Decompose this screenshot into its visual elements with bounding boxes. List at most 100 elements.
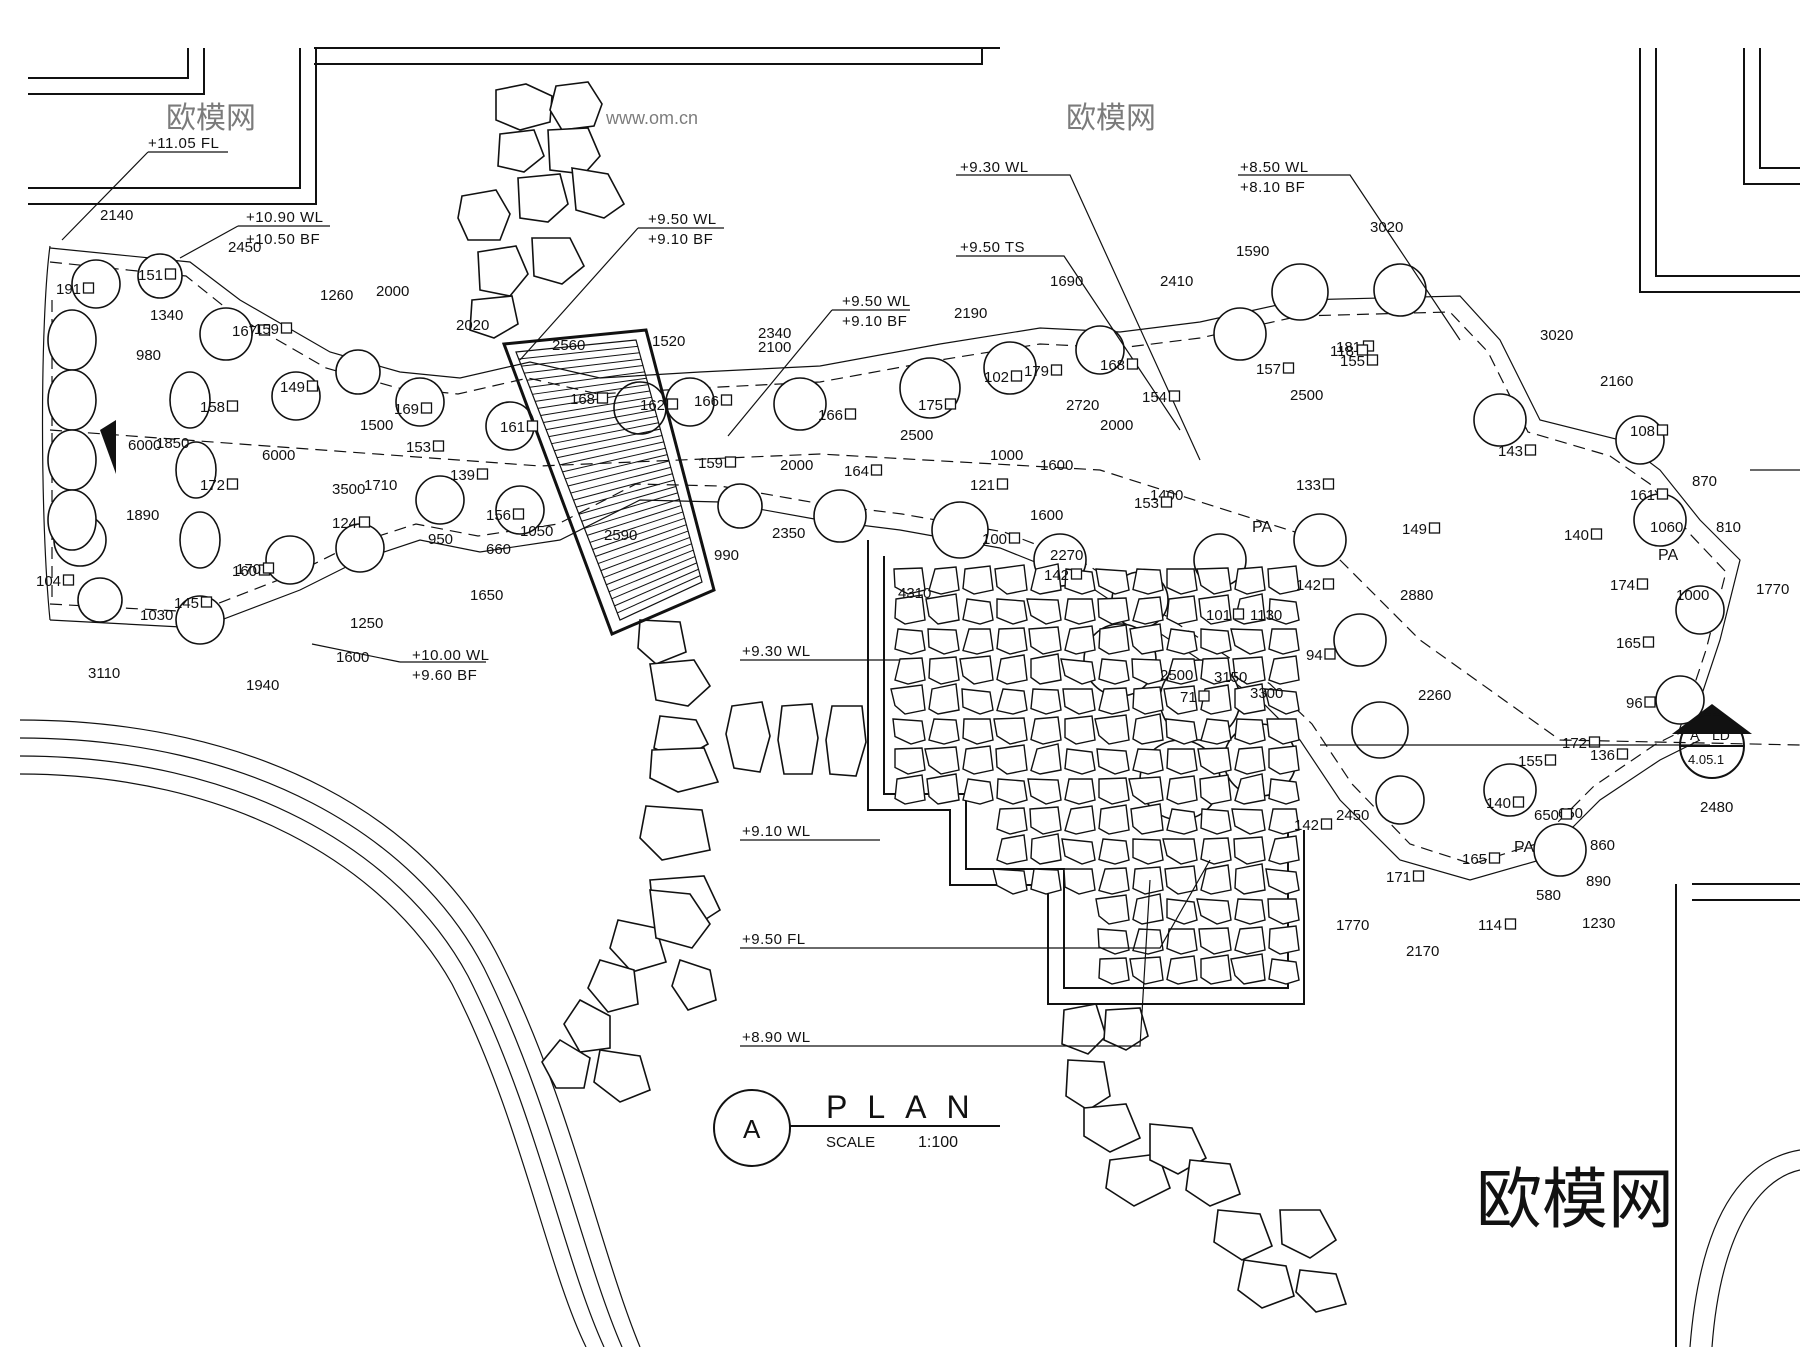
level-label: +10.90 WL xyxy=(246,209,323,226)
stone-tag: 142 xyxy=(1044,567,1069,584)
dimension-label: 3110 xyxy=(88,665,120,682)
stone-tag: 165 xyxy=(1462,851,1487,868)
stone-tag: 136 xyxy=(1590,747,1615,764)
tag-square-icon xyxy=(200,596,213,608)
section-letter: A xyxy=(1690,727,1700,743)
tag-square-icon xyxy=(1232,608,1245,620)
level-label: +9.10 BF xyxy=(842,313,907,330)
dimension-label: 6000 xyxy=(128,437,161,454)
dimension-label: 2020 xyxy=(456,317,489,334)
stone-tag: 167 xyxy=(232,323,257,340)
tag-square-icon xyxy=(1010,370,1023,382)
dimension-label: 1260 xyxy=(320,287,353,304)
stone-tag: 151 xyxy=(138,267,163,284)
level-label: +9.50 FL xyxy=(742,931,806,948)
watermark-text: 欧模网 xyxy=(166,102,256,135)
stone-tag: 168 xyxy=(1100,357,1125,374)
tag-square-icon xyxy=(226,400,239,412)
dimension-label: 1600 xyxy=(336,649,369,666)
tag-square-icon xyxy=(1322,478,1335,490)
tag-square-icon xyxy=(1160,496,1173,508)
stone-tag: 159 xyxy=(698,455,723,472)
section-sheet-ref: 4.05.1 xyxy=(1688,752,1724,767)
watermark-text: www.om.cn xyxy=(605,108,698,128)
title-circle xyxy=(713,1089,791,1167)
tag-square-icon xyxy=(1282,362,1295,374)
stone-tag: 153 xyxy=(406,439,431,456)
tag-square-icon xyxy=(1320,818,1333,830)
dimension-label: 1850 xyxy=(156,435,189,452)
dimension-label: 1060 xyxy=(1650,519,1683,536)
level-leaders xyxy=(61,151,1461,1047)
dimension-label: 1650 xyxy=(470,587,503,604)
dimension-label: 1690 xyxy=(1050,273,1083,290)
tag-square-icon xyxy=(262,562,275,574)
dimension-label: 2190 xyxy=(954,305,987,322)
curved-road xyxy=(19,719,1800,1347)
stone-tag: 162 xyxy=(640,397,665,414)
tag-square-icon xyxy=(1616,748,1629,760)
stone-tag: 159 xyxy=(254,321,279,338)
level-label: +9.50 TS xyxy=(960,239,1025,256)
tag-square-icon xyxy=(280,322,293,334)
stone-tag: 172 xyxy=(200,477,225,494)
stone-tag: 140 xyxy=(1486,795,1511,812)
dimension-label: 6000 xyxy=(262,447,295,464)
dimension-label: 2270 xyxy=(1050,547,1083,564)
dimension-label: 2450 xyxy=(228,239,261,256)
dimension-label: 2500 xyxy=(1290,387,1323,404)
dimension-label: 2170 xyxy=(1406,943,1439,960)
level-label: +10.50 BF xyxy=(246,231,320,248)
dimension-label: 1000 xyxy=(990,447,1023,464)
dimension-label: 2340 xyxy=(758,325,791,342)
dimension-label: 2000 xyxy=(1100,417,1133,434)
level-label: +11.05 FL xyxy=(148,135,219,152)
dimension-label: 1250 xyxy=(350,615,383,632)
title-tag: A xyxy=(743,1114,761,1144)
stone-tag: 94 xyxy=(1306,647,1323,664)
tag-square-icon xyxy=(226,478,239,490)
dimension-label: 2410 xyxy=(1160,273,1193,290)
tag-square-icon xyxy=(1168,390,1181,402)
tag-square-icon xyxy=(724,456,737,468)
stone-tag: 169 xyxy=(394,401,419,418)
left-pool xyxy=(41,245,221,621)
dimension-label: 1520 xyxy=(652,333,685,350)
stone-tag: 102 xyxy=(984,369,1009,386)
tag-square-icon xyxy=(1544,754,1557,766)
level-label: +9.50 WL xyxy=(648,211,717,228)
dimension-label: 950 xyxy=(428,531,453,548)
stone-tag: 161 xyxy=(500,419,525,436)
stone-tag: 104 xyxy=(36,573,61,590)
stone-tag: 133 xyxy=(1296,477,1321,494)
level-labels: +11.05 FL +10.90 WL +10.50 BF +9.50 WL +9.10… xyxy=(148,135,1308,1046)
tag-square-icon xyxy=(526,420,539,432)
stone-tag: 174 xyxy=(1610,577,1635,594)
dimension-label: 2500 xyxy=(1160,667,1193,684)
stone-tag: 175 xyxy=(918,397,943,414)
dimension-label: 2160 xyxy=(1600,373,1633,390)
stone-tag: 139 xyxy=(450,467,475,484)
stone-tag: 650 xyxy=(1534,807,1559,824)
level-label: +9.10 BF xyxy=(648,231,713,248)
dimension-label: 2720 xyxy=(1066,397,1099,414)
tag-square-icon xyxy=(1656,424,1669,436)
level-label: +8.90 WL xyxy=(742,1029,811,1046)
area-label: PA xyxy=(1658,547,1678,564)
dimension-label: 1940 xyxy=(246,677,279,694)
level-label: +9.10 WL xyxy=(742,823,811,840)
dimension-label: 660 xyxy=(486,541,511,558)
dimension-label: 1400 xyxy=(1150,487,1183,504)
dimension-label: 1770 xyxy=(1756,581,1789,598)
tag-square-icon xyxy=(1366,354,1379,366)
dimension-label: 3020 xyxy=(1540,327,1573,344)
stone-tag: 149 xyxy=(1402,521,1427,538)
stepping-stones xyxy=(457,81,1348,1313)
dimension-label: 580 xyxy=(1536,887,1561,904)
tag-square-icon xyxy=(1488,852,1501,864)
dimension-label: 1230 xyxy=(1582,915,1615,932)
dimension-label: 980 xyxy=(136,347,161,364)
tag-square-icon xyxy=(258,324,271,336)
dimension-label: 1600 xyxy=(1030,507,1063,524)
area-label: PA xyxy=(1252,519,1272,536)
